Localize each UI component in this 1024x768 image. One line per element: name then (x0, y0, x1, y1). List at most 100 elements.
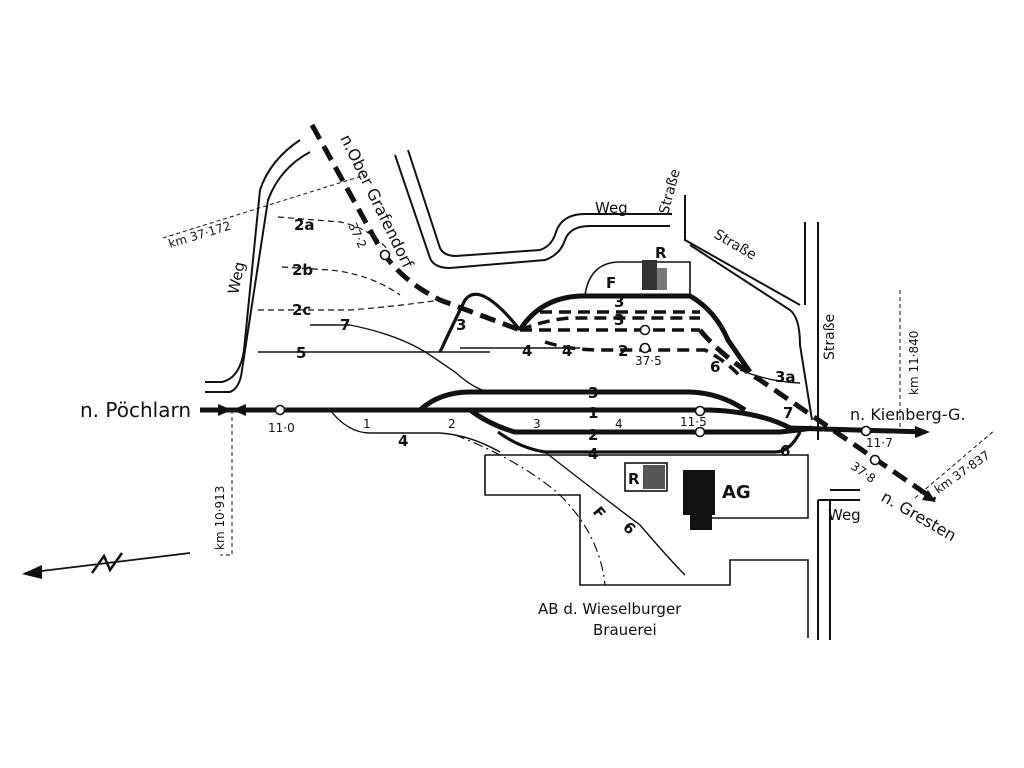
track-label-6-south: 6 (619, 518, 639, 538)
track-2-loop (468, 407, 813, 435)
strasse-north-road-edge (407, 149, 672, 258)
track-label-4-siding: 4 (398, 432, 408, 450)
label-k110: 11·0 (268, 421, 295, 435)
roads (205, 139, 860, 640)
label-strasse-east: Straße (822, 314, 838, 360)
north-warehouse-2 (657, 268, 667, 290)
siding-2c (258, 299, 441, 311)
track-label-6: 6 (710, 358, 720, 376)
km-se-dim (914, 429, 996, 499)
kilometer-nodes (274, 249, 881, 466)
node-375b (639, 342, 651, 354)
label-weg-north: Weg (595, 199, 628, 217)
label-kienberg: n. Kienberg-G. (850, 405, 966, 424)
label-strasse-north: Straße (656, 167, 683, 216)
label-k375: 37·5 (635, 354, 662, 368)
main-track-east (709, 407, 926, 435)
label-k372: 37·2 (345, 220, 369, 250)
ag-building-step (690, 510, 712, 530)
label-grafendorf: n.Ober Grafendorf (336, 131, 417, 271)
track-label-4-north-2: 4 (562, 342, 572, 360)
south-yard-area (484, 455, 809, 638)
track-label-3b: 3 (533, 417, 541, 431)
label-building-r-south: R (628, 470, 640, 488)
track-3a (739, 369, 801, 384)
label-weg-west: Weg (224, 260, 248, 296)
dimension-lines (162, 174, 996, 556)
node-110 (274, 404, 286, 416)
yard-outlines (484, 261, 809, 638)
track-3-loop (418, 389, 747, 413)
southern-sidings (454, 434, 686, 586)
labels: n. Pöchlarn n. Kienberg-G. n.Ober Grafen… (80, 131, 993, 639)
south-warehouse-r-fill (643, 465, 665, 489)
siding-3-north (438, 292, 522, 353)
label-k117: 11·7 (866, 436, 893, 450)
track-label-7b: 7 (783, 404, 793, 422)
label-pochlarn: n. Pöchlarn (80, 398, 191, 422)
track-label-6b: 6 (780, 442, 790, 460)
label-k115: 11·5 (680, 415, 707, 429)
label-km-east: km 11·840 (907, 331, 921, 395)
track-label-1b: 1 (363, 417, 371, 431)
label-km-nw: km 37·172 (167, 219, 233, 251)
label-building-ag: AG (722, 482, 751, 503)
node-115a (694, 405, 706, 417)
grafendorf-line (309, 123, 521, 333)
arrow-west-out (232, 404, 246, 416)
track-label-2: 2 (588, 426, 598, 444)
track-label-n3b: 3 (614, 311, 624, 329)
label-km-west: km 10·913 (213, 486, 227, 550)
label-brewery-1: AB d. Wieselburger (538, 600, 682, 618)
track-n2-lower (544, 340, 744, 380)
track-label-f: F (589, 503, 609, 522)
gresten-line (698, 328, 937, 503)
weg-west-road-edge (205, 151, 311, 393)
north-freight-area (584, 261, 691, 296)
track-label-2c: 2c (292, 301, 311, 319)
north-warehouse (642, 260, 657, 290)
arrow-west-in (218, 404, 232, 416)
track-4-loop (497, 430, 802, 454)
label-gresten: n. Gresten (878, 487, 960, 545)
track-label-2b-siding: 2b (292, 261, 313, 279)
main-line (200, 389, 926, 454)
track-n3-mid (519, 316, 700, 332)
label-km-se: km 37·837 (932, 448, 993, 496)
node-115b (694, 426, 706, 438)
arrow-east (915, 426, 930, 438)
grafendorf-gresten-line (309, 123, 937, 503)
track-label-3: 3 (588, 384, 598, 402)
track-label-2a: 2a (294, 216, 315, 234)
track-label-3a: 3a (775, 368, 796, 386)
track-label-4: 4 (588, 445, 598, 463)
track-n-connector (517, 293, 753, 374)
node-378 (869, 454, 881, 466)
label-weg-south: Weg (828, 506, 861, 524)
northern-sidings (258, 216, 580, 393)
south-yard-area-edge (485, 454, 809, 519)
arrow-gresten (922, 490, 936, 502)
siding-brewery (454, 434, 606, 586)
track-4-siding (329, 409, 501, 453)
track-label-n2: 2 (618, 342, 628, 360)
north-arrow (22, 552, 191, 579)
track-label-5: 5 (296, 344, 306, 362)
strasse-north-road (394, 154, 670, 270)
node-375a (639, 324, 651, 336)
track-label-3-north: 3 (456, 316, 466, 334)
node-372 (379, 249, 391, 261)
km-nw-dim (162, 174, 366, 239)
siding-2b (281, 266, 401, 296)
track-label-7: 7 (340, 316, 350, 334)
arrowheads (218, 404, 936, 502)
track-label-n3: 3 (614, 293, 624, 311)
siding-6-south (544, 451, 686, 576)
node-117 (860, 425, 872, 437)
label-building-r-north: R (655, 244, 667, 262)
siding-2a (277, 216, 389, 251)
track-label-4b: 4 (615, 417, 623, 431)
siding-7 (310, 324, 491, 393)
track-label-4-north: 4 (522, 342, 532, 360)
